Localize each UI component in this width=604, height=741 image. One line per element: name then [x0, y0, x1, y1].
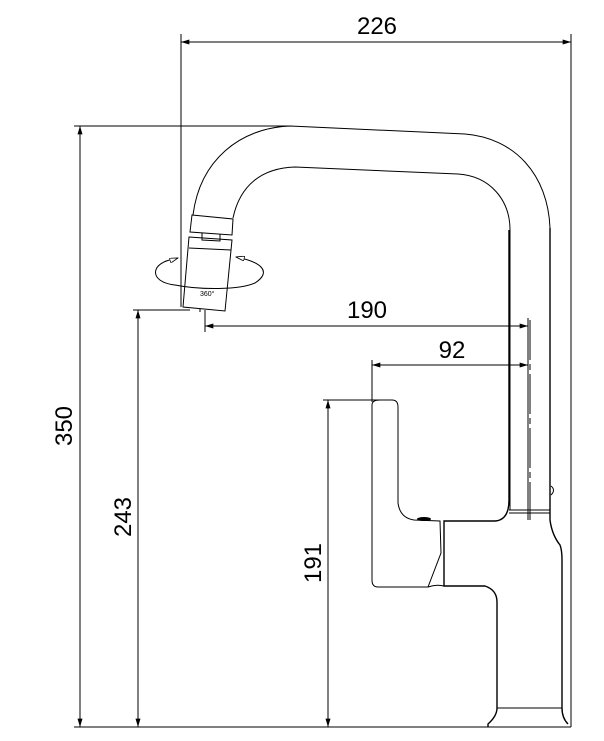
dim-spout-height: 243: [110, 497, 137, 537]
rotation-ellipse: [155, 257, 264, 289]
faucet-body: [443, 230, 510, 727]
handle-lever: [371, 399, 442, 588]
faucet-outline: 360°: [155, 125, 569, 727]
dim-handle-height: 191: [300, 543, 327, 583]
dim-spout-reach: 190: [347, 297, 387, 324]
dimension-lines: [74, 34, 572, 728]
aerator-nut: [201, 233, 221, 242]
aerator-collar: [189, 214, 234, 236]
dim-overall-height: 350: [51, 406, 78, 446]
dim-handle-offset: 92: [439, 337, 466, 364]
spout-outer: [192, 125, 551, 510]
aerator-body: [182, 236, 233, 312]
rotation-label: 360°: [200, 290, 215, 298]
dim-overall-width: 226: [357, 13, 397, 40]
spout-inner: [232, 166, 511, 510]
